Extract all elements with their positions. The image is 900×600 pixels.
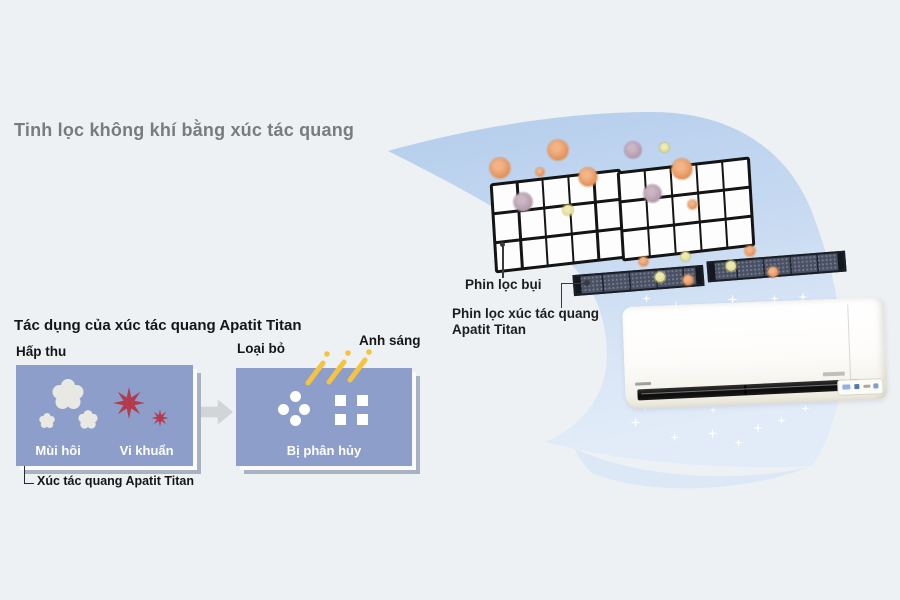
filter-grid-cell [673, 194, 699, 224]
dust-particle-orange [579, 168, 597, 186]
light-rays-icon [305, 349, 372, 386]
filter-grid-cell [547, 235, 573, 265]
filter-grid-cell [571, 203, 596, 233]
decomposed-square [357, 395, 368, 406]
ac-display-led [863, 384, 871, 388]
sparkle-icon [734, 438, 743, 447]
absorb-box: Mùi hôi Vi khuẩn [16, 365, 193, 466]
light-label: Anh sáng [359, 333, 421, 348]
dust-particle-orange [639, 257, 648, 266]
decomposed-dot [278, 404, 289, 415]
filter-grid-cell [623, 229, 649, 259]
decomposed-square [335, 395, 346, 406]
bacteria-star-icon [113, 387, 169, 427]
filter-grid-cell [520, 209, 545, 239]
filter-grid-cell [521, 238, 547, 268]
ac-brand-logo [635, 382, 652, 386]
filter-grid-cell [701, 220, 727, 250]
decomposed-square [335, 414, 346, 425]
dust-particle-orange [672, 159, 692, 179]
page-title: Tinh lọc không khí bằng xúc tác quang [14, 120, 355, 140]
filter-grid-cell [699, 191, 725, 221]
remove-box: Bị phân hủy [236, 368, 412, 466]
bacteria-label: Vi khuẩn [119, 443, 174, 458]
catalyst-filter-leader-line [561, 280, 590, 308]
dust-particle-orange [683, 275, 693, 285]
decomposed-square [357, 414, 368, 425]
decomposed-dot [299, 404, 310, 415]
odor-label: Mùi hôi [35, 443, 81, 458]
dust-particle-purple [644, 185, 661, 202]
sparkle-icon [770, 294, 779, 303]
sparkle-icon [670, 433, 679, 442]
odor-and-bacteria-graphic [39, 379, 169, 429]
ac-display-led [854, 384, 860, 390]
remove-step-label: Loại bỏ [237, 341, 285, 356]
filter-grid-cell [543, 177, 569, 207]
dust-particle-yellow [726, 261, 736, 271]
catalyst-caption: Xúc tác quang Apatit Titan [37, 474, 194, 488]
filter-grid-cell [727, 217, 753, 247]
filter-grid-cell [594, 171, 620, 201]
catalyst-filter-label-line2: Apatit Titan [452, 322, 526, 338]
dust-particle-purple [514, 193, 532, 211]
sparkle-icon [727, 294, 738, 305]
sparkle-icon [709, 406, 717, 414]
filter-grid-cell [494, 212, 520, 242]
sparkle-icon [801, 404, 810, 413]
dust-particle-purple [625, 142, 641, 158]
ac-control-display [837, 378, 884, 396]
dust-particle-orange [548, 140, 568, 160]
filter-grid-cell [572, 232, 598, 262]
catalyst-filter-label-line1: Phin lọc xúc tác quang [452, 306, 600, 321]
ac-vent-divider [743, 385, 747, 395]
process-heading: Tác dụng của xúc tác quang Apatit Titan [14, 317, 302, 334]
filter-grid-cell [621, 200, 647, 230]
dust-particle-orange [768, 267, 778, 277]
ac-display-led [873, 383, 879, 389]
filter-grid-cell [725, 188, 751, 218]
sparkle-icon [642, 294, 651, 303]
filter-grid-cell [697, 162, 723, 192]
dust-filter-label: Phin lọc bụi [465, 277, 542, 292]
filter-grid-cell [598, 229, 624, 259]
catalyst-caption-connector [24, 466, 34, 484]
sparkle-icon [630, 417, 641, 428]
odor-cloud-icon [39, 379, 98, 429]
sparkle-icon [777, 416, 786, 425]
filter-grid-cell [675, 223, 701, 253]
sparkle-icon [798, 292, 808, 302]
filter-grid-cell [723, 159, 749, 189]
filter-grid-cell [619, 171, 645, 201]
filter-grid-cell [649, 226, 675, 256]
ac-display-led [842, 384, 851, 390]
dust-particle-orange [490, 158, 510, 178]
decomposed-dot [290, 415, 301, 426]
dust-particle-yellow [681, 252, 690, 261]
dust-particle-orange [688, 200, 697, 209]
filter-grid-cell [596, 200, 622, 230]
dust-filter-grid [489, 168, 627, 274]
sparkle-icon [707, 428, 718, 439]
dust-filter-leader-line [500, 242, 505, 278]
absorb-step-label: Hấp thu [16, 344, 67, 359]
air-conditioner-unit [622, 297, 888, 409]
decomposed-dot [290, 391, 301, 402]
dust-particle-orange [745, 246, 755, 256]
dust-particle-orange [536, 168, 544, 176]
catalyst-filter-label: Phin lọc xúc tác quang Apatit Titan [452, 306, 599, 338]
ac-model-logo [822, 371, 845, 377]
decomposed-label: Bị phân hủy [286, 443, 362, 458]
sparkle-icon [753, 423, 763, 433]
dust-particle-yellow [655, 272, 665, 282]
dust-particle-yellow [660, 143, 669, 152]
dust-particle-yellow [563, 205, 573, 215]
